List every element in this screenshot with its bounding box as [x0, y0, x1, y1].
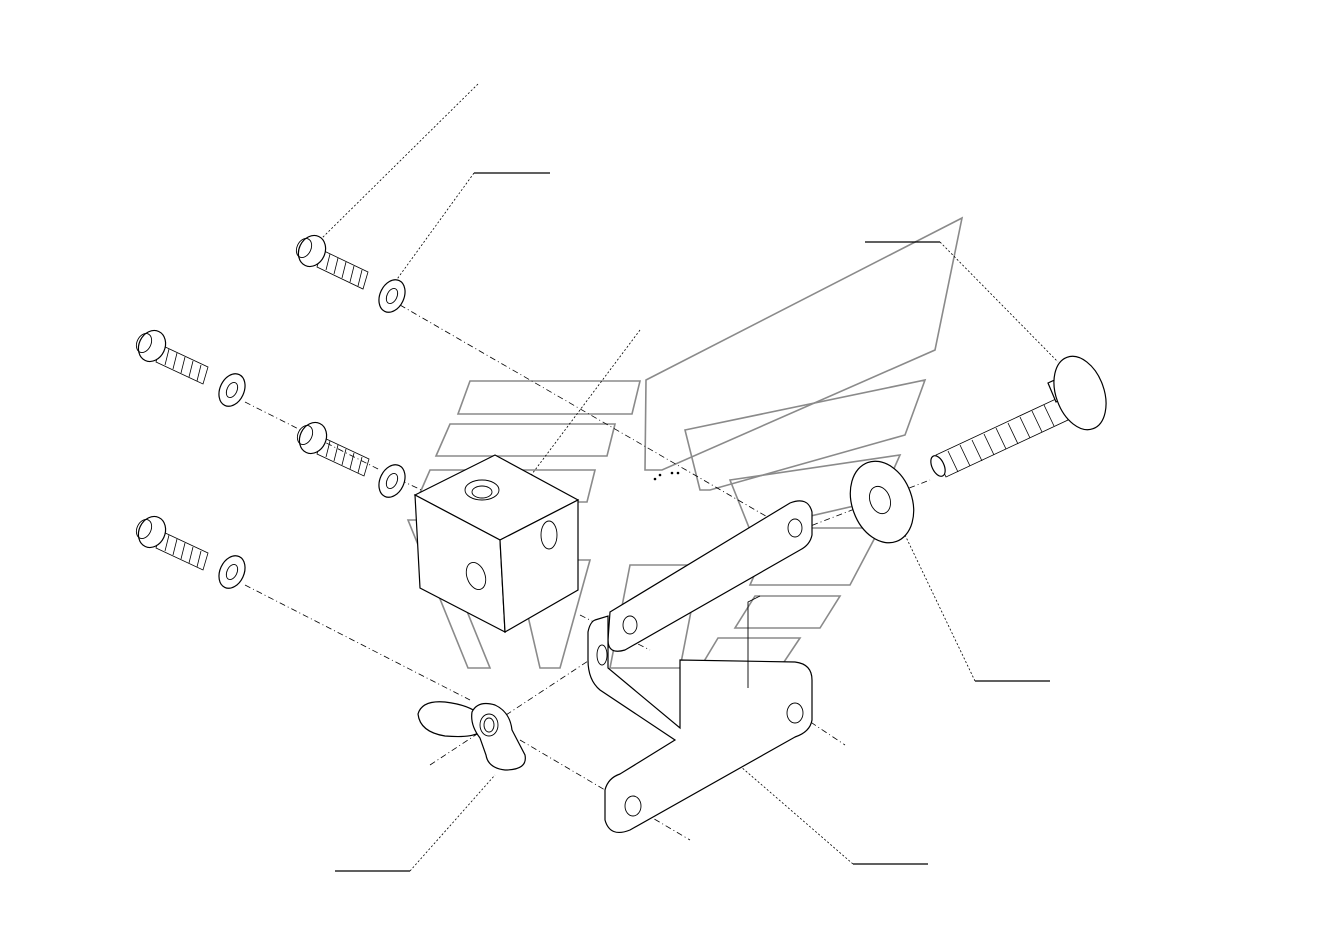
- mounting-bracket: [587, 500, 813, 833]
- wing-nut: [417, 701, 526, 771]
- mounting-block: [413, 454, 580, 634]
- detail-dots: [653, 471, 680, 481]
- washer-4: [218, 555, 246, 589]
- washer-1: [378, 279, 406, 313]
- large-washer: [849, 460, 915, 544]
- carriage-bolt: [930, 355, 1107, 478]
- watermark-logo: [406, 216, 964, 669]
- washer-2: [218, 373, 246, 407]
- socket-screw-3: [296, 421, 370, 477]
- assembly-centerlines: [244, 304, 931, 841]
- washer-3: [378, 464, 406, 498]
- socket-screw-4: [135, 515, 209, 571]
- socket-screw-2: [135, 329, 209, 385]
- socket-screw-1: [295, 234, 369, 290]
